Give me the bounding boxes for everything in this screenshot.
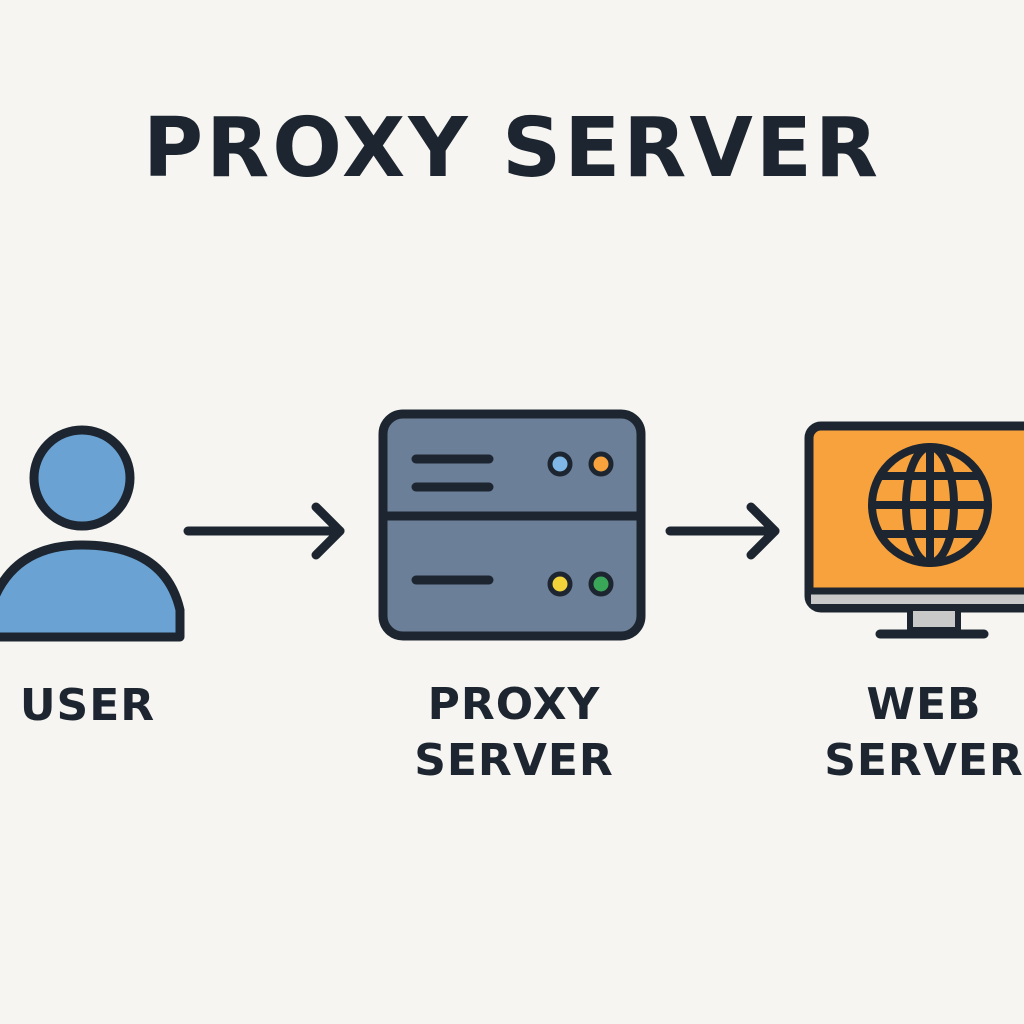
user-icon: [0, 425, 185, 642]
status-led: [588, 571, 614, 597]
node-label-proxy-server: PROXY SERVER: [414, 679, 614, 786]
status-led: [547, 571, 573, 597]
node-label-user: USER: [19, 680, 156, 731]
arrow-right-icon: [183, 502, 345, 560]
node-label-web-server: WEB SERVER: [824, 679, 1024, 786]
page-title: PROXY SERVER: [142, 101, 881, 196]
monitor-globe-icon: [804, 421, 1024, 639]
arrow-right-icon: [665, 502, 780, 560]
globe-icon: [868, 443, 992, 567]
status-led: [588, 451, 614, 477]
status-led: [547, 451, 573, 477]
server-icon: [378, 409, 646, 641]
